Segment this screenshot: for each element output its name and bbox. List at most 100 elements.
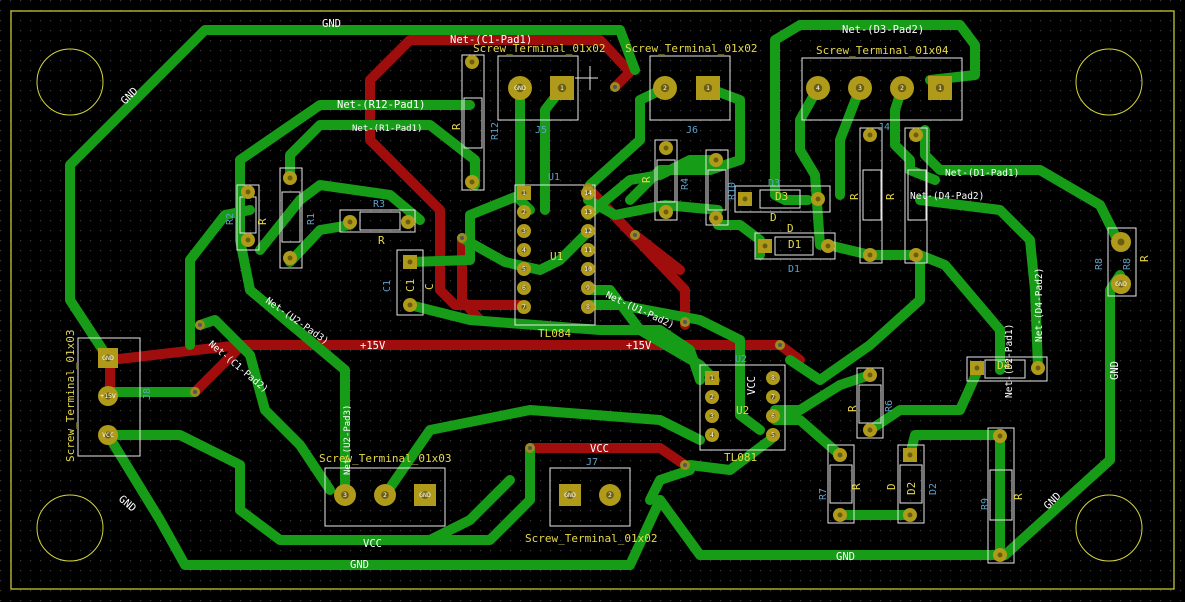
- pad-r6-b[interactable]: [863, 423, 877, 437]
- pad-r12-a[interactable]: [465, 55, 479, 69]
- pad-j7-gnd[interactable]: GND: [559, 484, 581, 506]
- pad-u1-right-3[interactable]: 12: [581, 224, 595, 238]
- pad-d1-k[interactable]: [758, 239, 772, 253]
- pad-r11-b[interactable]: [909, 248, 923, 262]
- pad-j3-gnd[interactable]: GND: [414, 484, 436, 506]
- pad-r9-b[interactable]: [993, 548, 1007, 562]
- pad-r1-b[interactable]: [283, 251, 297, 265]
- ref-j8: J8: [142, 388, 153, 400]
- pad-u1-left-6[interactable]: 6: [517, 281, 531, 295]
- pad-r10-b[interactable]: [709, 211, 723, 225]
- pad-r6-a[interactable]: [863, 368, 877, 382]
- pad-u1-right-6[interactable]: 9: [581, 281, 595, 295]
- pad-j3-2[interactable]: 2: [374, 484, 396, 506]
- pad-r4-a[interactable]: [659, 141, 673, 155]
- pad-j6-1[interactable]: 1: [696, 76, 720, 100]
- pad-j6-1-label: 1: [706, 84, 710, 92]
- pad-d1-a[interactable]: [821, 239, 835, 253]
- pad-j5-gnd[interactable]: GND: [508, 76, 532, 100]
- pad-u2-right-4-label: 5: [771, 431, 775, 439]
- pad-u1-right-1-label: 14: [584, 189, 592, 197]
- pad-u1-right-5[interactable]: 10: [581, 262, 595, 276]
- pad-d3-k[interactable]: [738, 192, 752, 206]
- pad-r3-b[interactable]: [401, 215, 415, 229]
- pad-j8-15v[interactable]: +15V: [98, 386, 118, 406]
- pad-c1-2[interactable]: [403, 298, 417, 312]
- pad-r5-b[interactable]: [863, 248, 877, 262]
- pad-u2-left-4[interactable]: 4: [705, 428, 719, 442]
- pad-u2-right-3[interactable]: 6: [766, 409, 780, 423]
- pad-u1-left-1[interactable]: 1: [517, 186, 531, 200]
- via-1[interactable]: [190, 387, 200, 397]
- pad-j4-3[interactable]: 3: [848, 76, 872, 100]
- pad-j7-2[interactable]: 2: [599, 484, 621, 506]
- pad-u1-right-1[interactable]: 14: [581, 186, 595, 200]
- pad-r2-a[interactable]: [241, 185, 255, 199]
- pad-u2-right-4[interactable]: 5: [766, 428, 780, 442]
- pad-u2-left-2[interactable]: 2: [705, 390, 719, 404]
- track-u1-top-3: [630, 230, 685, 275]
- pad-u2-left-1[interactable]: 1: [705, 371, 719, 385]
- bottom-layer-tracks: [65, 20, 1125, 570]
- pad-c1-1[interactable]: [403, 255, 417, 269]
- pad-r11-a[interactable]: [909, 128, 923, 142]
- value-u2: TL081: [724, 451, 757, 464]
- pad-j6-2[interactable]: 2: [653, 76, 677, 100]
- pad-u1-left-5[interactable]: 5: [517, 262, 531, 276]
- via-5[interactable]: [610, 82, 620, 92]
- pad-j3-3[interactable]: 3: [334, 484, 356, 506]
- via-4[interactable]: [680, 317, 690, 327]
- net-label-c1-pad1: Net-(C1-Pad1): [450, 34, 532, 46]
- pad-j5-1[interactable]: 1: [550, 76, 574, 100]
- pad-j7-2-label: 2: [608, 491, 612, 499]
- pad-r2-b[interactable]: [241, 233, 255, 247]
- via-2[interactable]: [457, 233, 467, 243]
- pad-u1-right-4[interactable]: 11: [581, 243, 595, 257]
- pad-j4-1[interactable]: 1: [928, 76, 952, 100]
- pad-r12-b[interactable]: [465, 175, 479, 189]
- pad-u1-left-2[interactable]: 2: [517, 205, 531, 219]
- outline-j4: [801, 57, 963, 121]
- pad-j4-4[interactable]: 4: [806, 76, 830, 100]
- pad-u2-right-1[interactable]: 8: [766, 371, 780, 385]
- pad-j8-vcc-drill: [104, 431, 112, 439]
- pad-d4-a[interactable]: [1031, 361, 1045, 375]
- pad-u2-left-1-drill: [709, 375, 715, 381]
- via-9[interactable]: [195, 320, 205, 330]
- pad-j8-gnd[interactable]: GND: [98, 348, 118, 368]
- pad-r5-a[interactable]: [863, 128, 877, 142]
- pad-r10-a[interactable]: [709, 153, 723, 167]
- net-label-gnd-right: GND: [1109, 361, 1121, 380]
- pad-r9-a[interactable]: [993, 429, 1007, 443]
- pad-r7-a[interactable]: [833, 448, 847, 462]
- pad-u1-right-7[interactable]: 8: [581, 300, 595, 314]
- pad-u2-right-2[interactable]: 7: [766, 390, 780, 404]
- part-bodies: [239, 97, 1026, 521]
- via-8[interactable]: [775, 340, 785, 350]
- pad-j8-vcc[interactable]: VCC: [98, 425, 118, 445]
- pad-r4-b[interactable]: [659, 205, 673, 219]
- via-6[interactable]: [525, 443, 535, 453]
- pad-u1-right-2[interactable]: 13: [581, 205, 595, 219]
- pad-d4-k[interactable]: [970, 361, 984, 375]
- pad-r3-a[interactable]: [343, 215, 357, 229]
- pad-u1-left-7[interactable]: 7: [517, 300, 531, 314]
- via-3[interactable]: [630, 230, 640, 240]
- pad-r8-a[interactable]: [1111, 232, 1131, 252]
- pad-u1-left-3[interactable]: 3: [517, 224, 531, 238]
- via-5-drill: [613, 85, 617, 89]
- pad-d2-a[interactable]: [903, 508, 917, 522]
- pad-u1-left-4[interactable]: 4: [517, 243, 531, 257]
- pad-u2-left-3[interactable]: 3: [705, 409, 719, 423]
- pad-r1-a[interactable]: [283, 171, 297, 185]
- pad-r8-gnd[interactable]: GND: [1111, 274, 1131, 294]
- track-u1-pad2: [583, 195, 723, 220]
- pad-j4-2[interactable]: 2: [890, 76, 914, 100]
- track-vcc: [103, 430, 535, 545]
- pad-r7-b[interactable]: [833, 508, 847, 522]
- pad-d3-a[interactable]: [811, 192, 825, 206]
- via-7[interactable]: [680, 460, 690, 470]
- pad-d2-k[interactable]: [903, 448, 917, 462]
